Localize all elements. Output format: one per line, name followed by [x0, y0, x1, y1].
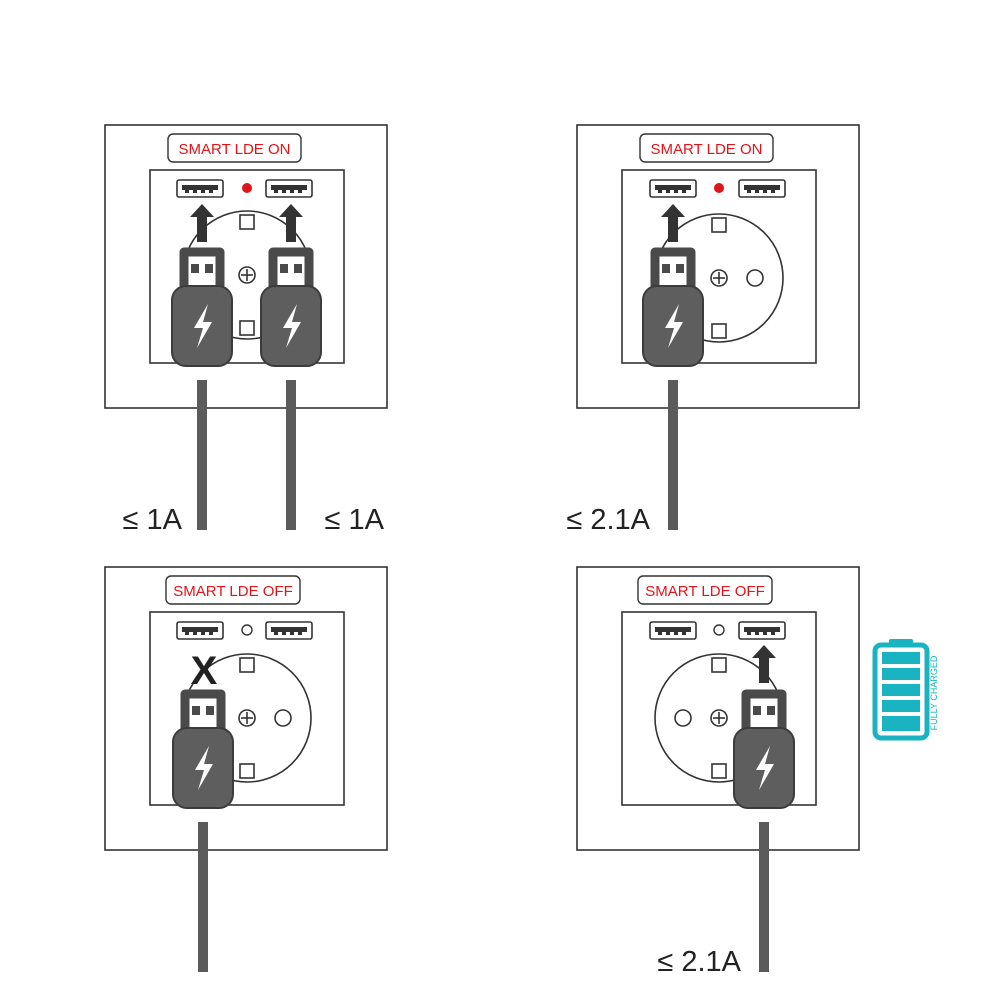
usb-plug-icon: [172, 252, 232, 366]
status-label: SMART LDE ON: [651, 141, 763, 158]
status-label-box: [637, 575, 773, 605]
usb-port-left: [649, 179, 697, 198]
usb-cable: [197, 380, 207, 530]
status-led: [242, 183, 252, 193]
panel-bottom-right: SMART LDE OFF ≤ 2.1A: [576, 566, 860, 978]
current-rating: ≤ 2.1A: [657, 946, 741, 978]
usb-port-left: [649, 621, 697, 640]
status-label: SMART LDE OFF: [173, 583, 292, 600]
status-label-box: [167, 133, 302, 163]
status-led: [714, 183, 724, 193]
usb-plug-icon: [643, 252, 703, 366]
blocked-x-icon: X: [191, 649, 218, 693]
status-label-box: [165, 575, 301, 605]
usb-port-left: [176, 621, 224, 640]
usb-cable: [668, 380, 678, 530]
usb-port-right: [738, 621, 786, 640]
battery-caption: FULLY CHARGED: [929, 655, 939, 730]
status-label: SMART LDE ON: [179, 141, 291, 158]
usb-plug-icon: [173, 694, 233, 808]
usb-cable: [286, 380, 296, 530]
usb-cable: [198, 822, 208, 972]
usb-port-right: [265, 621, 313, 640]
usb-cable: [759, 822, 769, 972]
usb-port-right: [265, 179, 313, 198]
current-rating: ≤ 1A: [123, 504, 183, 536]
status-label: SMART LDE OFF: [645, 583, 764, 600]
current-rating: ≤ 2.1A: [566, 504, 650, 536]
usb-port-left: [176, 179, 224, 198]
current-rating: ≤ 1A: [325, 504, 385, 536]
panel-top-right: SMART LDE ON ≤ 2.1A: [566, 124, 860, 536]
usb-port-right: [738, 179, 786, 198]
panel-top-left: SMART LDE ON ≤ 1A ≤ 1A: [104, 124, 388, 536]
panel-bottom-left: SMART LDE OFF X: [104, 566, 388, 972]
status-led: [241, 624, 253, 636]
status-led: [713, 624, 725, 636]
status-label-box: [639, 133, 774, 163]
usb-plug-icon: [734, 694, 794, 808]
usb-plug-icon: [261, 252, 321, 366]
battery-full-icon: [872, 639, 930, 741]
